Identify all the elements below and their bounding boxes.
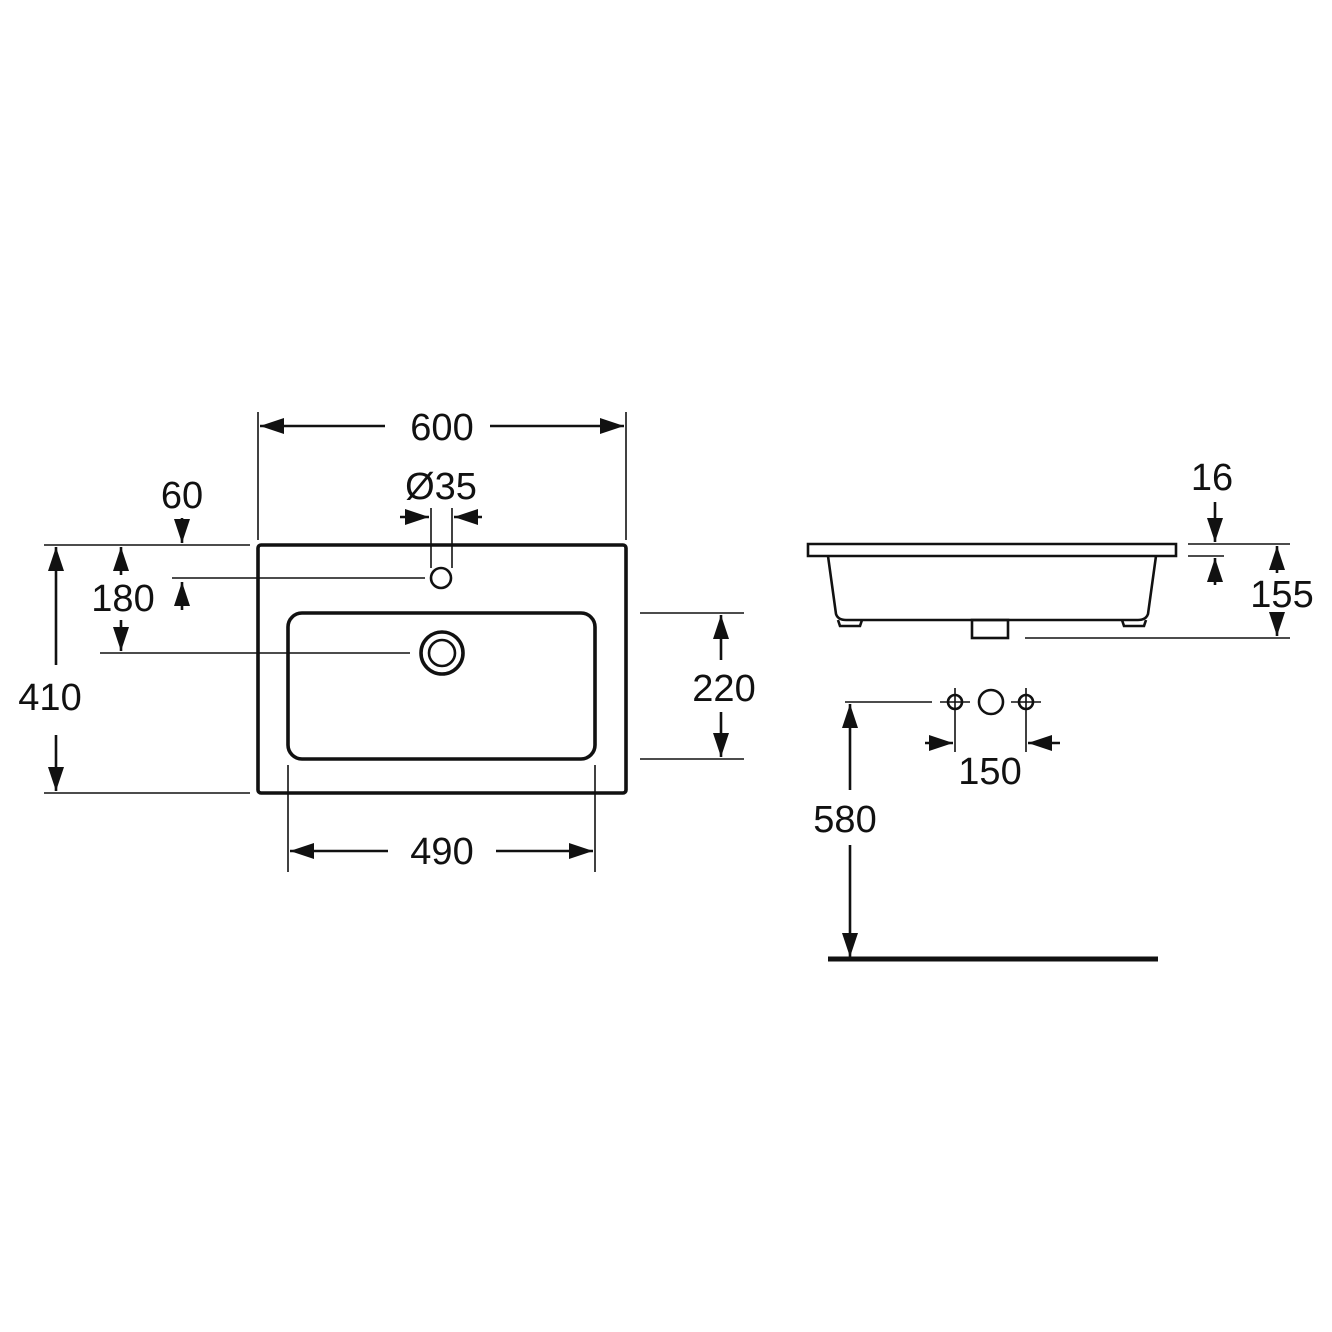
top-view: 600 Ø35 60 180 410 220 [18,407,755,873]
side-view: 16 155 150 580 [806,457,1314,962]
basin-outline [256,543,628,795]
basin-rim [806,542,1178,558]
dim-mount-height: 580 [813,799,876,841]
dim-drain-offset: 180 [91,578,154,620]
drain-outer [419,630,465,676]
tap-hole [429,566,453,590]
dim-bowl-width: 490 [410,831,473,873]
dim-depth-total: 410 [18,677,81,719]
wall-taps [845,688,1041,752]
dim-basin-height: 155 [1250,574,1313,616]
dim-tap-offset: 60 [161,475,203,517]
dim-rim-thickness: 16 [1191,457,1233,499]
dim-tap-hole-diameter: Ø35 [405,466,477,508]
dim-bowl-depth: 220 [692,668,755,710]
basin-body [826,555,1158,622]
dim-wall-tap-spacing: 150 [958,751,1021,793]
drain-inner [427,638,457,668]
bowl-outline [286,611,597,761]
drain-outlet [970,618,1010,640]
wall-spout [977,688,1005,716]
dim-width-total: 600 [410,407,473,449]
